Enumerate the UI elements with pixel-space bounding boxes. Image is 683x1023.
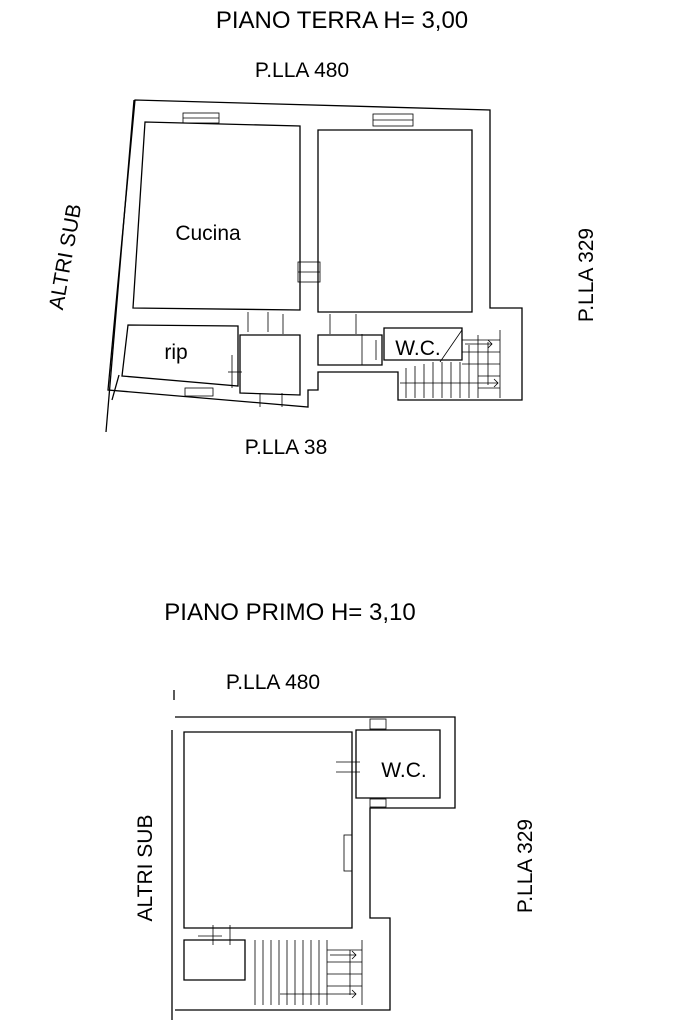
- storage-label: rip: [164, 341, 187, 364]
- ground-west-label: ALTRI SUB: [45, 202, 86, 311]
- kitchen-outline: [132, 121, 301, 311]
- ground-inner-walls: [121, 121, 473, 396]
- first-openings: [198, 718, 387, 945]
- landing-outline: [183, 939, 246, 981]
- first-west-label: ALTRI SUB: [134, 815, 157, 922]
- ground-openings: [182, 112, 414, 407]
- first-east-label: P.LLA 329: [514, 819, 537, 913]
- storage-room-outline: [121, 324, 239, 387]
- ground-outer-walls: [105, 99, 523, 433]
- kitchen-label: Cucina: [175, 222, 241, 245]
- corridor-outline: [317, 334, 383, 366]
- main-room-outline: [183, 731, 353, 929]
- east-room-outline: [317, 129, 473, 313]
- ground-wc-label: W.C.: [395, 337, 441, 360]
- ground-floor-plan: PIANO TERRA H= 3,00 P.LLA 480 P.LLA 38 A…: [45, 7, 598, 459]
- first-floor-title: PIANO PRIMO H= 3,10: [164, 599, 415, 626]
- first-wc-room-outline: [355, 729, 441, 799]
- first-floor-plan: PIANO PRIMO H= 3,10 P.LLA 480 ALTRI SUB …: [134, 599, 537, 1020]
- first-outer-walls: [171, 690, 456, 1020]
- ground-east-label: P.LLA 329: [575, 228, 598, 322]
- hall-room-outline: [239, 334, 301, 396]
- first-staircase: [254, 940, 363, 1005]
- ground-staircase: [400, 330, 501, 398]
- ground-north-label: P.LLA 480: [255, 59, 349, 82]
- ground-south-label: P.LLA 38: [245, 436, 328, 459]
- wc-room-outline: [383, 327, 463, 361]
- first-wc-label: W.C.: [381, 759, 427, 782]
- first-north-label: P.LLA 480: [226, 671, 320, 694]
- ground-floor-title: PIANO TERRA H= 3,00: [216, 7, 468, 34]
- first-inner-walls: [183, 729, 441, 981]
